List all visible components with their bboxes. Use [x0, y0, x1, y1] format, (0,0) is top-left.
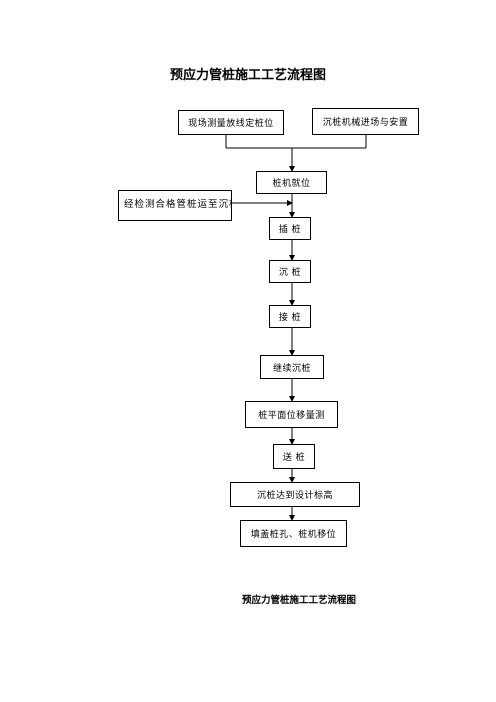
node-insert-pile: 插 桩: [269, 217, 311, 240]
node-sink-pile: 沉 桩: [269, 260, 311, 283]
node-send-pile: 送 桩: [273, 444, 315, 469]
node-qualified-pile-line2: 沉桩点，机械吊装: [218, 199, 231, 210]
node-pile-machine-position: 桩机就位: [256, 171, 327, 194]
page-title: 预应力管桩施工工艺流程图: [169, 68, 326, 83]
node-continue-sink: 继续沉桩: [260, 355, 324, 379]
node-reach-elevation: 沉桩达到设计标高: [230, 482, 360, 507]
node-fill-hole: 填盖桩孔、桩机移位: [240, 520, 347, 547]
node-qualified-pile: 经检测合格管桩运至 沉桩点，机械吊装: [118, 190, 232, 221]
node-qualified-pile-line1: 经检测合格管桩运至: [124, 199, 219, 210]
node-machine-entry: 沉桩机械进场与安置: [312, 108, 419, 135]
figure-caption: 预应力管桩施工工艺流程图: [241, 595, 356, 606]
node-survey: 现场测量放线定桩位: [178, 110, 284, 135]
node-join-pile: 接 桩: [269, 305, 311, 328]
node-measure-displacement: 桩平面位移量测: [245, 401, 338, 428]
